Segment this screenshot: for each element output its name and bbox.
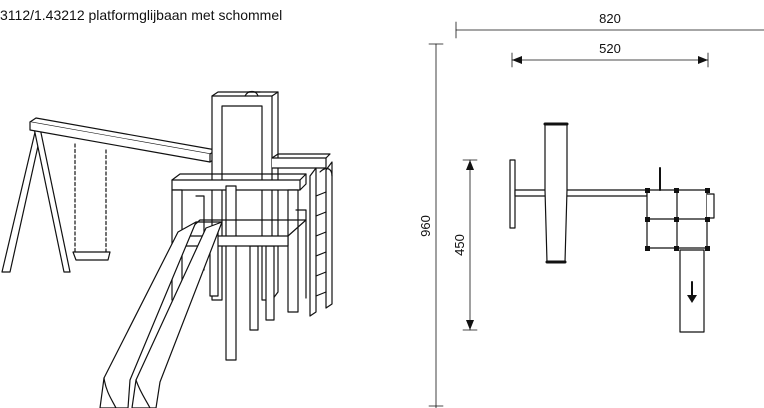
slide-plan — [679, 249, 705, 333]
tower-plan — [645, 167, 715, 251]
swing-plan — [509, 122, 648, 264]
product-title: 3112/1.43212 platformglijbaan met schomm… — [0, 7, 283, 23]
overall-width-dimension — [455, 21, 764, 39]
swing-frame — [1, 117, 217, 273]
tower — [171, 90, 331, 361]
overall-width-label: 820 — [599, 11, 621, 26]
swing-seat — [72, 143, 111, 261]
isometric-view — [1, 90, 333, 408]
swing-depth-label: 450 — [452, 234, 467, 256]
overall-depth-label: 960 — [418, 215, 433, 237]
ladder — [309, 161, 333, 317]
swing-depth-dimension — [462, 159, 478, 331]
equipment-width-label: 520 — [599, 41, 621, 56]
overall-depth-dimension — [428, 43, 444, 408]
plan-view — [428, 21, 764, 408]
equipment-width-dimension — [511, 52, 709, 68]
slide — [99, 221, 223, 408]
